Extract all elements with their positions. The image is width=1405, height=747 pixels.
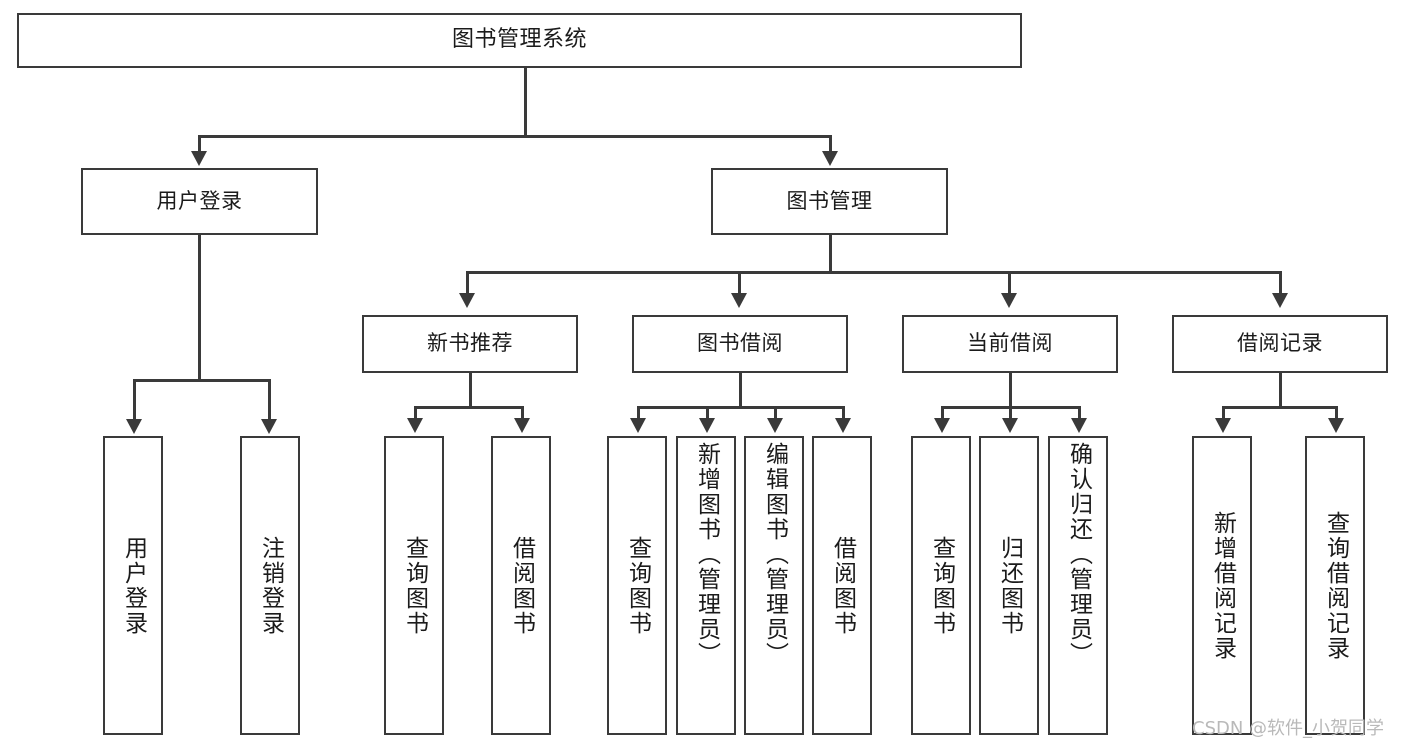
node-label: 图书管理: [786, 188, 873, 213]
leaf-add-book-admin[interactable]: 新增图书（管理员）: [676, 436, 736, 735]
leaf-edit-book-admin[interactable]: 编辑图书（管理员）: [744, 436, 804, 735]
leaf-query-book-borrow[interactable]: 查询图书: [607, 436, 667, 735]
connector-bb-to-leaf-1: [706, 406, 709, 420]
node-label: 归还图书: [996, 535, 1023, 636]
connector-nbr-to-leaf-1: [521, 406, 524, 420]
leaf-query-book-new-recommend[interactable]: 查询图书: [384, 436, 444, 735]
connector-br-to-leaf-0: [1222, 406, 1225, 420]
connector-br-to-leaf-1: [1335, 406, 1338, 420]
connector-root-bus: [198, 135, 832, 138]
node-label: 借阅记录: [1237, 331, 1323, 356]
arrow-to-book-borrow: [731, 293, 747, 308]
connector-br-bus: [1222, 406, 1338, 409]
node-label: 当前借阅: [967, 331, 1053, 356]
node-label: 查询图书: [928, 535, 955, 636]
arrow-to-new-book-recommend: [459, 293, 475, 308]
node-label: 借阅图书: [508, 535, 535, 636]
node-label: 新增借阅记录: [1209, 510, 1236, 661]
connector-bm-to-new-book: [466, 271, 469, 295]
connector-bb-to-leaf-2: [774, 406, 777, 420]
arrow-to-leaf-query-borrow-record: [1328, 418, 1344, 433]
leaf-return-book[interactable]: 归还图书: [979, 436, 1039, 735]
arrow-to-leaf-add-borrow-record: [1215, 418, 1231, 433]
connector-bb-to-leaf-0: [637, 406, 640, 420]
csdn-watermark: CSDN @软件_小贺同学: [1192, 718, 1385, 739]
leaf-confirm-return-admin[interactable]: 确认归还（管理员）: [1048, 436, 1108, 735]
node-book-management[interactable]: 图书管理: [711, 168, 948, 235]
connector-nbr-to-leaf-0: [414, 406, 417, 420]
connector-bb-to-leaf-3: [842, 406, 845, 420]
connector-bm-to-current-borrow: [1008, 271, 1011, 295]
connector-root-to-user-login: [198, 135, 201, 153]
node-label: 借阅图书: [829, 535, 856, 636]
arrow-to-leaf-edit-book: [767, 418, 783, 433]
connector-bb-bus: [637, 406, 844, 409]
node-label: 查询图书: [401, 535, 428, 636]
node-root-book-management-system[interactable]: 图书管理系统: [17, 13, 1022, 68]
leaf-query-book-current[interactable]: 查询图书: [911, 436, 971, 735]
leaf-query-borrow-record[interactable]: 查询借阅记录: [1305, 436, 1365, 735]
arrow-to-leaf-logout: [261, 419, 277, 434]
node-label: 用户登录: [120, 535, 147, 636]
node-label: 编辑图书（管理员）: [761, 442, 788, 667]
connector-cb-to-leaf-1: [1009, 406, 1012, 420]
node-new-book-recommend[interactable]: 新书推荐: [362, 315, 578, 373]
connector-user-login-to-leaf-0: [133, 379, 136, 421]
arrow-to-leaf-query-book-cb: [934, 418, 950, 433]
connector-cb-to-leaf-2: [1078, 406, 1081, 420]
arrow-to-leaf-user-login: [126, 419, 142, 434]
node-label: 图书管理系统: [451, 27, 587, 53]
connector-user-login-to-leaf-1: [268, 379, 271, 421]
arrow-to-current-borrow: [1001, 293, 1017, 308]
node-book-borrow[interactable]: 图书借阅: [632, 315, 848, 373]
node-current-borrow[interactable]: 当前借阅: [902, 315, 1118, 373]
node-borrow-record[interactable]: 借阅记录: [1172, 315, 1388, 373]
node-user-login[interactable]: 用户登录: [81, 168, 318, 235]
node-label: 注销登录: [257, 535, 284, 636]
connector-book-management-stem: [829, 235, 832, 271]
arrow-to-leaf-query-book-bb: [630, 418, 646, 433]
connector-root-stem: [524, 68, 527, 135]
connector-nbr-bus: [414, 406, 524, 409]
arrow-to-leaf-borrow-book-bb: [835, 418, 851, 433]
connector-book-management-bus: [466, 271, 1280, 274]
arrow-to-leaf-add-book: [699, 418, 715, 433]
node-label: 图书借阅: [697, 331, 783, 356]
node-label: 用户登录: [156, 188, 243, 213]
node-label: 查询借阅记录: [1322, 510, 1349, 661]
node-label: 查询图书: [624, 535, 651, 636]
arrow-to-book-management: [822, 151, 838, 166]
leaf-add-borrow-record[interactable]: 新增借阅记录: [1192, 436, 1252, 735]
connector-cb-to-leaf-0: [941, 406, 944, 420]
connector-bm-to-borrow-record: [1279, 271, 1282, 295]
leaf-borrow-book-new-recommend[interactable]: 借阅图书: [491, 436, 551, 735]
leaf-borrow-book-borrow[interactable]: 借阅图书: [812, 436, 872, 735]
connector-root-to-book-management: [829, 135, 832, 153]
arrow-to-borrow-record: [1272, 293, 1288, 308]
node-label: 新书推荐: [427, 331, 513, 356]
arrow-to-leaf-return-book: [1002, 418, 1018, 433]
connector-bb-stem: [739, 373, 742, 406]
arrow-to-leaf-confirm-return: [1071, 418, 1087, 433]
node-label: 确认归还（管理员）: [1065, 442, 1092, 667]
node-label: 新增图书（管理员）: [693, 442, 720, 667]
leaf-logout[interactable]: 注销登录: [240, 436, 300, 735]
connector-br-stem: [1279, 373, 1282, 406]
connector-bm-to-book-borrow: [738, 271, 741, 295]
arrow-to-user-login: [191, 151, 207, 166]
connector-user-login-bus: [133, 379, 270, 382]
connector-user-login-stem: [198, 235, 201, 379]
arrow-to-leaf-query-book-nbr: [407, 418, 423, 433]
leaf-user-login[interactable]: 用户登录: [103, 436, 163, 735]
connector-cb-stem: [1009, 373, 1012, 406]
arrow-to-leaf-borrow-book-nbr: [514, 418, 530, 433]
connector-nbr-stem: [469, 373, 472, 406]
